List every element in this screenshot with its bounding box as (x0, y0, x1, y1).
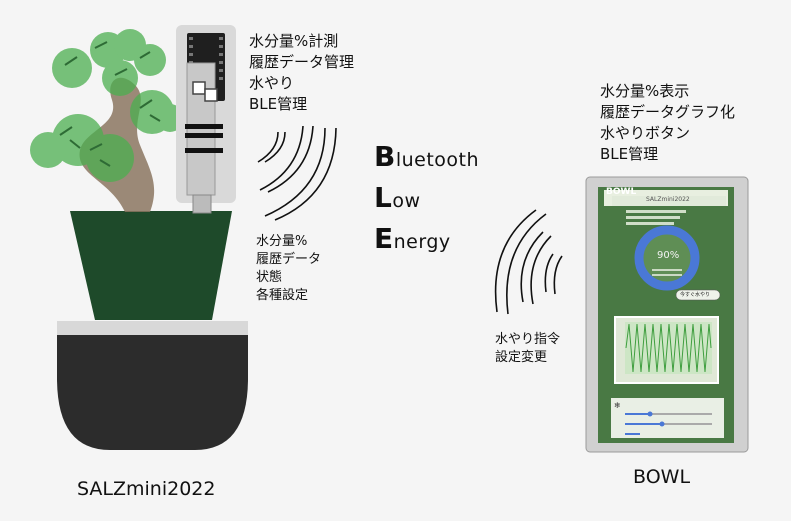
app-feature-item: 履歴データグラフ化 (600, 103, 736, 121)
app-feature-item: BLE管理 (600, 145, 659, 163)
app-sends-list: 水やり指令 設定変更 (495, 331, 560, 367)
moisture-gauge (634, 225, 700, 291)
app-screen-device-label: SALZmini2022 (646, 196, 690, 203)
svg-text:❄: ❄ (614, 401, 621, 410)
device-sends-item: 状態 (256, 270, 283, 285)
ble-word-bluetooth: Bluetooth (374, 140, 480, 173)
app-caption: BOWL (633, 466, 691, 488)
leaves (30, 29, 184, 182)
app-screen-percent: 90% (657, 250, 680, 261)
app-feature-list: 水分量%表示 履歴データグラフ化 水やりボタン BLE管理 (600, 81, 735, 165)
device-sends-item: 履歴データ (256, 252, 322, 267)
app-feature-item: 水分量%表示 (600, 82, 690, 100)
ble-acronym: Bluetooth Low Energy (374, 138, 479, 261)
device-feature-item: 履歴データ管理 (249, 53, 355, 71)
sensor-probe (192, 194, 212, 214)
green-pot (70, 211, 232, 320)
device-feature-item: 水やり (249, 74, 295, 92)
device-caption: SALZmini2022 (77, 478, 216, 500)
pot-rim (57, 321, 248, 335)
device-feature-item: BLE管理 (249, 95, 308, 113)
device-sends-item: 水分量% (256, 234, 308, 249)
history-chart-line (625, 323, 712, 373)
settings-panel (611, 398, 724, 438)
device-sends-list: 水分量% 履歴データ 状態 各種設定 (256, 233, 321, 305)
app-screen-title: BOWL (606, 187, 637, 197)
device-feature-list: 水分量%計測 履歴データ管理 水やり BLE管理 (249, 31, 354, 115)
outer-bowl (57, 335, 248, 450)
app-sends-item: 水やり指令 (495, 332, 561, 347)
water-now-button[interactable]: 今すぐ水やり (680, 292, 711, 298)
needle-marks (59, 41, 161, 167)
water-now-button-shape (675, 289, 721, 301)
ble-word-low: Low (374, 181, 421, 214)
ble-word-energy: Energy (374, 222, 451, 255)
device-feature-item: 水分量%計測 (249, 32, 339, 50)
app-feature-item: 水やりボタン (600, 124, 691, 142)
wave-icon-right (494, 209, 563, 315)
app-sends-item: 設定変更 (495, 350, 548, 365)
device-sends-item: 各種設定 (256, 288, 309, 303)
wave-icon-left (257, 125, 337, 221)
